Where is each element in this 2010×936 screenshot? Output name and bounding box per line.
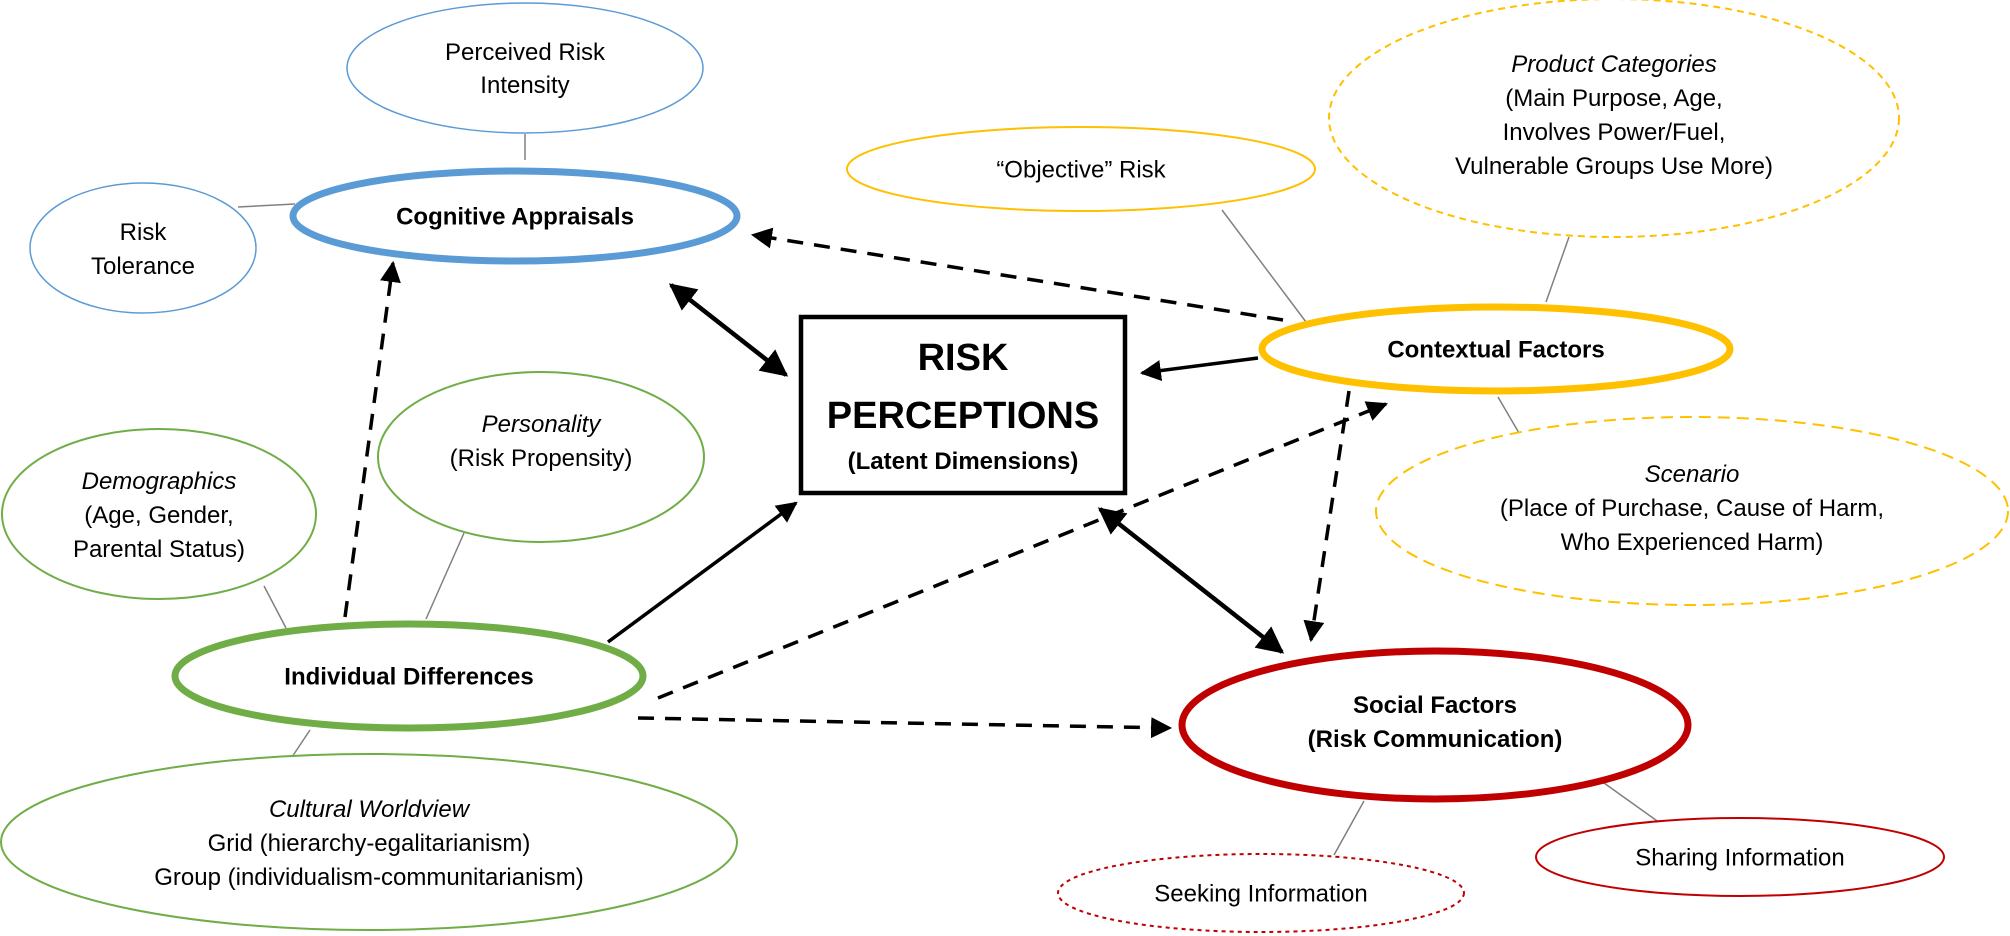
scenario-line1: (Place of Purchase, Cause of Harm, xyxy=(1500,495,1884,522)
connector-seeking xyxy=(1333,800,1365,856)
perceived-risk-line2: Intensity xyxy=(480,72,569,99)
seeking-information-node xyxy=(1057,853,1465,933)
demographics-title: Demographics xyxy=(82,468,237,495)
demographics-line1: (Age, Gender, xyxy=(84,502,233,529)
cultural-worldview-line2: Group (individualism-communitarianism) xyxy=(154,864,583,891)
center-line1: RISK xyxy=(918,337,1009,379)
connector-lines xyxy=(237,134,1661,856)
objective-risk-node xyxy=(846,126,1316,212)
cultural-worldview-node xyxy=(0,753,738,931)
scenario-title: Scenario xyxy=(1645,461,1740,488)
arrow-individual-social xyxy=(637,716,1173,739)
arrow-individual-center xyxy=(606,501,798,644)
arrow-contextual-social xyxy=(1303,390,1351,643)
risk-perceptions-box: RISK PERCEPTIONS (Latent Dimensions) xyxy=(798,314,1128,496)
individual-differences-label: Individual Differences xyxy=(284,663,533,690)
connector-product-categories xyxy=(1545,236,1570,303)
center-line2: PERCEPTIONS xyxy=(827,395,1099,437)
risk-tolerance-line2: Tolerance xyxy=(91,253,195,280)
scenario-line2: Who Experienced Harm) xyxy=(1561,529,1824,556)
product-categories-line3: Vulnerable Groups Use More) xyxy=(1455,153,1773,180)
risk-tolerance-node xyxy=(29,182,257,314)
cognitive-appraisals-label: Cognitive Appraisals xyxy=(396,203,634,230)
scenario-node xyxy=(1375,416,2009,606)
contextual-factors-label: Contextual Factors xyxy=(1387,336,1604,363)
connector-objective-risk xyxy=(1221,209,1307,323)
personality-title: Personality xyxy=(482,411,603,438)
cognitive-appraisals-group: Perceived Risk Intensity Risk Tolerance … xyxy=(29,2,741,314)
arrow-individual-cognitive xyxy=(343,260,401,618)
connector-sharing xyxy=(1603,782,1661,824)
arrow-contextual-cognitive xyxy=(750,227,1284,322)
arrow-center-social xyxy=(1097,507,1285,654)
arrow-cognitive-center xyxy=(668,283,789,377)
connector-cultural xyxy=(291,729,311,758)
connector-personality xyxy=(425,532,465,620)
personality-node xyxy=(377,371,705,543)
social-factors-line1: Social Factors xyxy=(1353,692,1517,719)
personality-line1: (Risk Propensity) xyxy=(450,445,633,472)
perceived-risk-intensity-node xyxy=(346,2,704,134)
perceived-risk-line1: Perceived Risk xyxy=(445,39,606,66)
social-factors-line2: (Risk Communication) xyxy=(1308,726,1563,753)
product-categories-line2: Involves Power/Fuel, xyxy=(1503,119,1726,146)
contextual-factors-node xyxy=(1258,303,1734,395)
objective-risk-label: “Objective” Risk xyxy=(996,156,1166,183)
social-factors-node xyxy=(1178,647,1692,803)
connector-demographics xyxy=(263,585,287,629)
risk-tolerance-line1: Risk xyxy=(120,219,168,246)
demographics-node xyxy=(1,428,317,600)
cultural-worldview-line1: Grid (hierarchy-egalitarianism) xyxy=(208,830,531,857)
contextual-factors-group: “Objective” Risk Product Categories (Mai… xyxy=(846,0,2009,606)
connector-scenario xyxy=(1497,396,1520,434)
sharing-information-node xyxy=(1535,817,1945,897)
product-categories-line1: (Main Purpose, Age, xyxy=(1505,85,1722,112)
sharing-information-label: Sharing Information xyxy=(1635,844,1844,871)
product-categories-title: Product Categories xyxy=(1511,51,1716,78)
product-categories-node xyxy=(1328,0,1900,238)
individual-differences-group: Personality (Risk Propensity) Demographi… xyxy=(0,371,738,931)
cultural-worldview-title: Cultural Worldview xyxy=(269,796,471,823)
center-line3: (Latent Dimensions) xyxy=(848,448,1079,475)
individual-differences-node xyxy=(171,620,647,732)
social-factors-group: Seeking Information Sharing Information … xyxy=(1057,647,1945,933)
connector-risk-tolerance xyxy=(237,203,296,208)
arrow-individual-contextual xyxy=(657,401,1388,700)
seeking-information-label: Seeking Information xyxy=(1154,880,1367,907)
arrows xyxy=(343,227,1388,739)
cognitive-appraisals-node xyxy=(289,167,741,265)
arrow-contextual-center xyxy=(1139,356,1259,381)
demographics-line2: Parental Status) xyxy=(73,536,245,563)
